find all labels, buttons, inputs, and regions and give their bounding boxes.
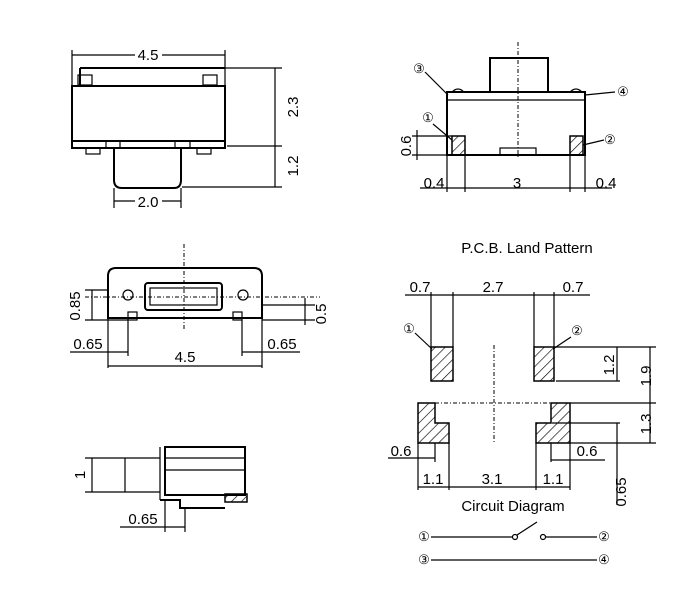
dim-width: 4.5 xyxy=(175,349,196,366)
pcb-land-pattern: P.C.B. Land Pattern 0.7 2.7 0.7 ① ② 1.2 … xyxy=(388,240,656,507)
dim-gap: 2.7 xyxy=(483,279,504,296)
top-view: 4.5 2.3 1.2 2.0 xyxy=(71,47,302,211)
dim-plunger-height: 1.2 xyxy=(285,156,302,177)
switch-body xyxy=(107,267,263,319)
side-view: 0.85 0.5 0.65 4.5 0.65 xyxy=(67,244,330,368)
dim-height: 1 xyxy=(72,471,89,479)
front-view: ③ ④ ① ② 0.6 0.4 3 0.4 xyxy=(398,42,629,192)
terminal-right xyxy=(202,74,218,86)
terminal-left xyxy=(77,74,93,86)
plunger xyxy=(144,282,223,311)
dim-05: 0.5 xyxy=(313,304,330,325)
circuit-pin-2: ② xyxy=(598,529,610,544)
dim-width: 4.5 xyxy=(138,47,159,64)
circuit-pin-1: ① xyxy=(418,529,430,544)
dim-mid-31: 3.1 xyxy=(482,471,503,488)
switch-body xyxy=(446,91,586,156)
dim-pad-h: 1.2 xyxy=(601,355,618,376)
dim-offset: 0.65 xyxy=(128,511,157,528)
dim-pad-height: 0.6 xyxy=(398,136,415,157)
dim-pitch: 3 xyxy=(513,175,521,192)
pin-1-label: ① xyxy=(422,110,434,125)
dim-065: 0.65 xyxy=(613,477,630,506)
circuit-title: Circuit Diagram xyxy=(461,498,564,515)
pin-3-label: ③ xyxy=(413,61,425,76)
circuit-diagram: Circuit Diagram ① ② ③ ④ xyxy=(418,498,610,567)
land-pad-3 xyxy=(417,402,450,444)
dim-left-11: 1.1 xyxy=(423,471,444,488)
dim-pad-w-right: 0.7 xyxy=(563,279,584,296)
land-pin-2-label: ② xyxy=(571,323,583,338)
switch-contact xyxy=(516,521,538,536)
profile-view: 1 0.65 xyxy=(72,446,248,532)
plunger xyxy=(489,57,549,92)
land-pad-2 xyxy=(533,346,555,382)
switch-body xyxy=(164,446,246,496)
dim-right-06: 0.6 xyxy=(577,443,598,460)
dim-lower-h: 1.3 xyxy=(638,414,655,435)
pad-2 xyxy=(569,135,584,156)
dim-height: 2.3 xyxy=(285,97,302,118)
circuit-pin-3: ③ xyxy=(418,552,430,567)
pin-2-label: ② xyxy=(604,132,616,147)
dim-left-offset: 0.4 xyxy=(424,175,445,192)
pcb-title: P.C.B. Land Pattern xyxy=(461,240,592,257)
land-pin-1-label: ① xyxy=(403,321,415,336)
dim-plunger-width: 2.0 xyxy=(138,194,159,211)
dim-right-11: 1.1 xyxy=(543,471,564,488)
dim-total-h: 1.9 xyxy=(638,366,655,387)
dim-085: 0.85 xyxy=(67,291,84,320)
dim-left-06: 0.6 xyxy=(391,443,412,460)
land-pad-1 xyxy=(430,346,454,382)
dim-right-offset: 0.4 xyxy=(596,175,617,192)
dim-pad-w-left: 0.7 xyxy=(410,279,431,296)
pin-4-label: ④ xyxy=(617,84,629,99)
dim-right-065: 0.65 xyxy=(267,336,296,353)
dim-left-065: 0.65 xyxy=(73,336,102,353)
pad-1 xyxy=(451,135,466,156)
circuit-pin-4: ④ xyxy=(598,552,610,567)
switch-body xyxy=(71,85,226,142)
plunger xyxy=(113,148,182,189)
